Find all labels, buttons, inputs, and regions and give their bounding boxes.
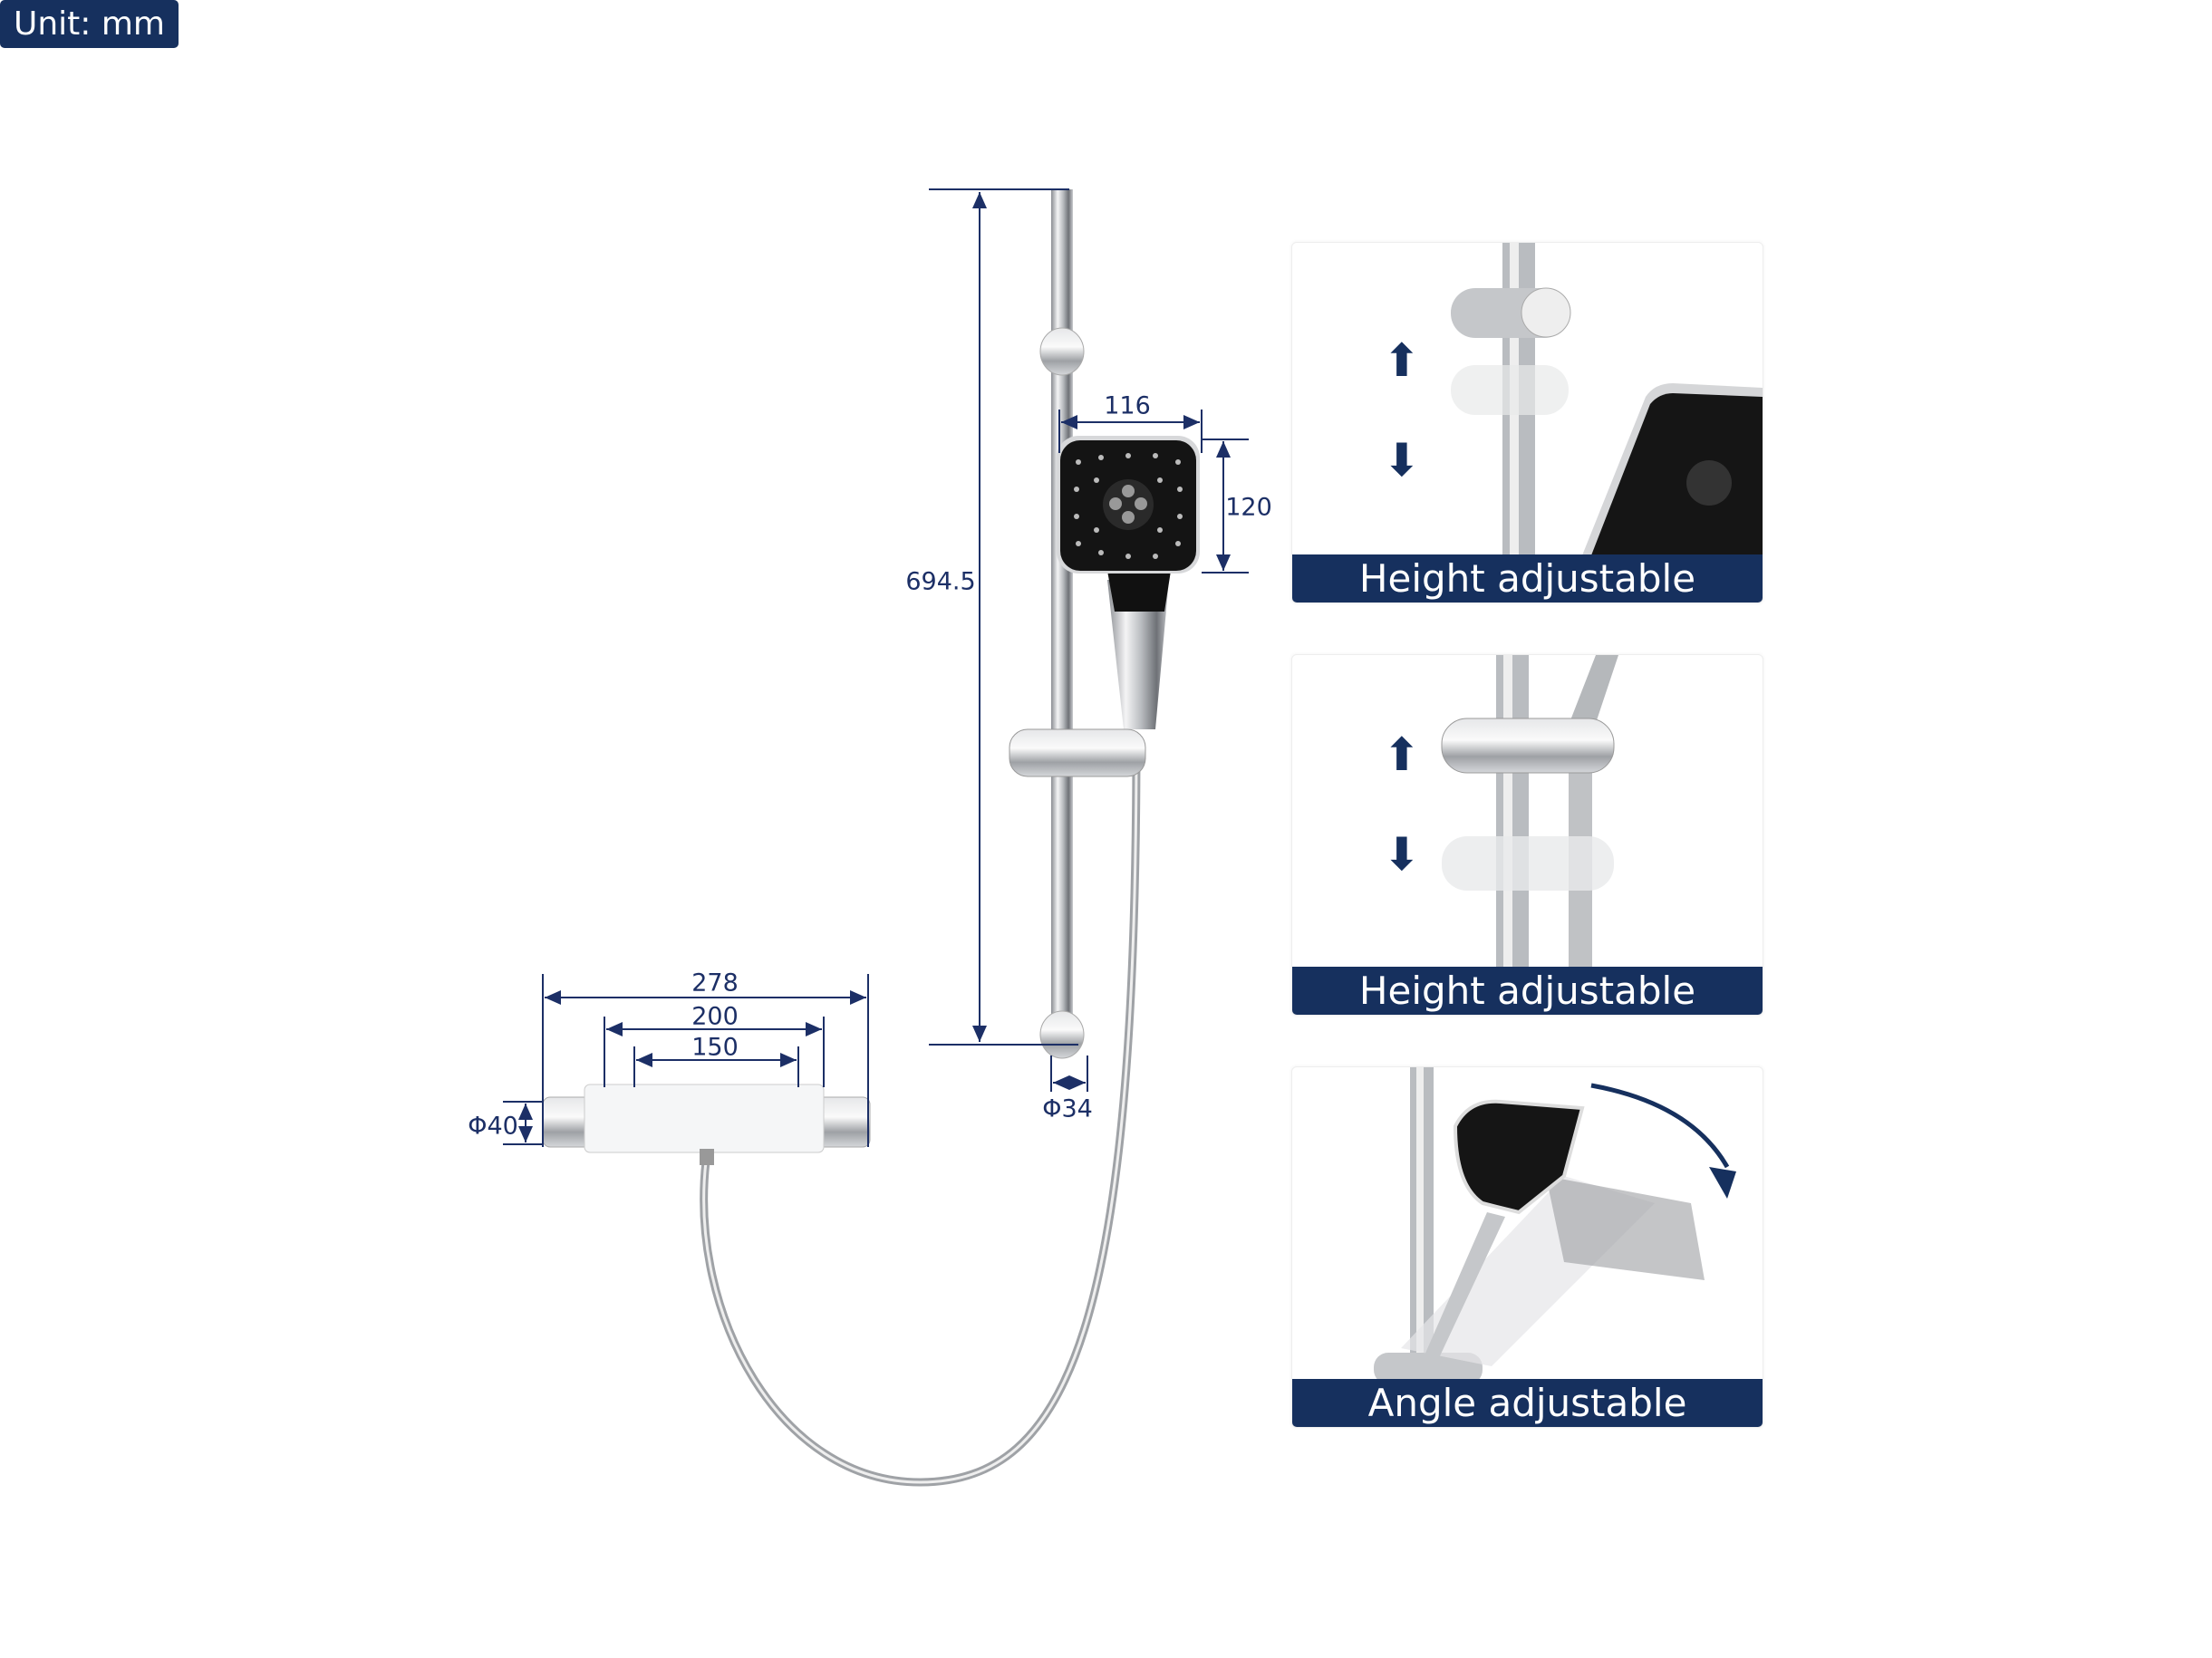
slide-rail: [1051, 189, 1073, 1046]
valve-diameter-label: Φ40: [468, 1112, 518, 1141]
feature-panel-angle: Angle adjustable: [1291, 1066, 1763, 1428]
arrow-down-icon: ⬇: [1383, 828, 1421, 881]
shower-dimension-drawing: [503, 188, 1249, 1487]
angle-illustration: [1374, 1067, 1736, 1384]
valve-length-label: 278: [691, 969, 739, 998]
rail-height-label: 694.5: [905, 567, 976, 596]
slider-illustration: [1441, 655, 1618, 972]
feature-panel-height-holder: ⬆ ⬇ Height adjustable: [1291, 242, 1763, 603]
holder-illustration: [1451, 243, 1763, 560]
rail-diameter-label: Φ34: [1042, 1094, 1093, 1123]
rail-bracket-bottom: [1039, 1010, 1085, 1059]
head-width-label: 116: [1104, 391, 1151, 420]
panel-banner: Angle adjustable: [1292, 1379, 1763, 1427]
valve-200-label: 200: [691, 1002, 739, 1031]
panel-banner: Height adjustable: [1292, 967, 1763, 1015]
rail-bracket-top: [1039, 327, 1085, 376]
feature-panel-height-slider: ⬆ ⬇ Height adjustable: [1291, 654, 1763, 1016]
valve-150-label: 150: [691, 1033, 739, 1062]
arrow-up-icon: ⬆: [1383, 728, 1421, 781]
slider-holder: [1009, 728, 1146, 777]
shower-handle: [1107, 580, 1169, 729]
arrow-down-icon: ⬇: [1383, 434, 1421, 487]
arrow-up-icon: ⬆: [1383, 334, 1421, 387]
unit-badge: Unit: mm: [0, 0, 179, 48]
spray-nozzles: [1074, 453, 1183, 559]
panel-banner: Height adjustable: [1292, 554, 1763, 602]
head-height-label: 120: [1225, 493, 1272, 522]
